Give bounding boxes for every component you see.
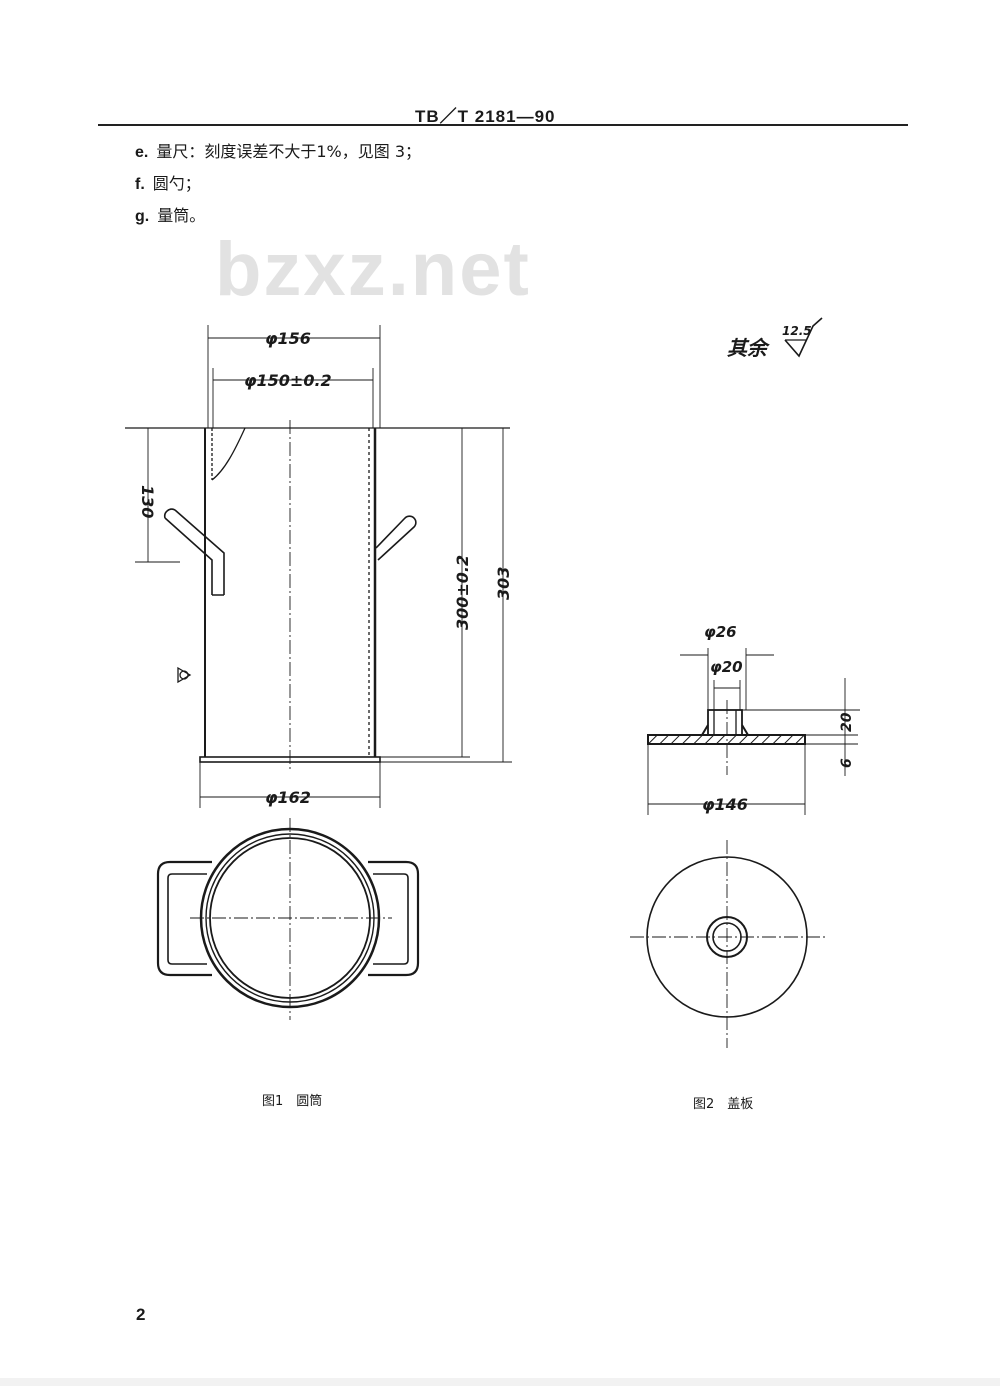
roughness-label: 其余 — [727, 336, 770, 360]
figure2-cover-plan — [630, 840, 825, 1048]
figure1-caption: 图1 圆筒 — [262, 1094, 323, 1109]
header-rule — [98, 124, 908, 126]
dim-phi156: φ156 — [265, 329, 311, 348]
page-bottom-edge — [0, 1378, 1000, 1386]
figure2-cover-section: φ26 φ20 20 6 φ146 — [647, 623, 860, 815]
figure1-cylinder-plan — [156, 818, 420, 1020]
dim-300: 300±0.2 — [453, 555, 472, 630]
list-item-f: f. 圆勺； — [135, 170, 201, 194]
item-text: 量尺：刻度误差不大于1%，见图 3； — [156, 142, 421, 161]
dim-phi146: φ146 — [702, 795, 748, 814]
figure1-cylinder-elevation: φ156 φ150±0.2 130 300±0.2 303 φ162 — [125, 325, 513, 808]
dim-130: 130 — [138, 485, 157, 518]
item-marker: e. — [135, 144, 149, 161]
watermark: bzxz.net — [215, 227, 531, 312]
roughness-value: 12.5 — [782, 324, 812, 338]
dim-phi162: φ162 — [265, 788, 311, 807]
dim-20: 20 — [839, 712, 855, 732]
dim-303: 303 — [494, 567, 513, 600]
list-item-e: e. 量尺：刻度误差不大于1%，见图 3； — [135, 138, 421, 162]
dim-phi20: φ20 — [710, 658, 743, 676]
item-marker: f. — [135, 176, 145, 193]
dim-6: 6 — [839, 758, 855, 768]
item-marker: g. — [135, 208, 150, 225]
figure2-caption: 图2 盖板 — [693, 1097, 754, 1112]
item-text: 量筒。 — [157, 206, 206, 225]
list-item-g: g. 量筒。 — [135, 202, 205, 226]
standard-code-header: TB／T 2181—90 — [415, 107, 556, 126]
item-text: 圆勺； — [152, 174, 201, 193]
page-number: 2 — [136, 1305, 146, 1324]
dim-phi26: φ26 — [704, 623, 737, 641]
surface-roughness-symbol: 其余 12.5 — [727, 317, 823, 360]
dim-phi150: φ150±0.2 — [244, 371, 332, 390]
